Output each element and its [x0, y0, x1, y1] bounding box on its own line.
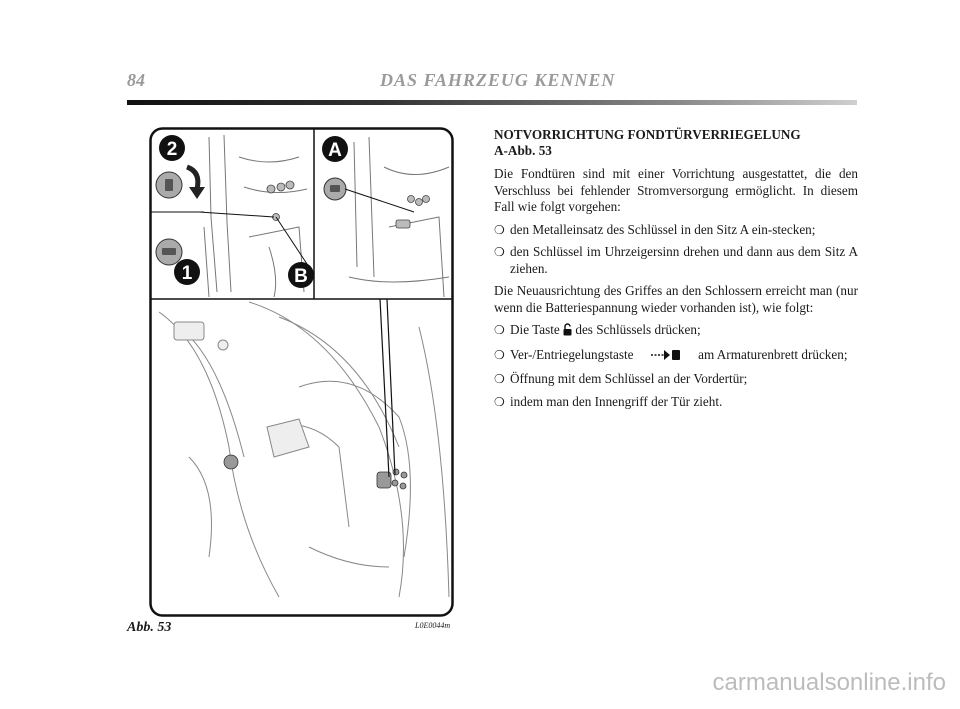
list-item-text: den Schlüssel im Uhrzeigersinn drehen un…	[510, 244, 858, 276]
list-item: ❍ Öffnung mit dem Schlüssel an der Vorde…	[494, 371, 858, 388]
callout-b-label: B	[294, 266, 308, 287]
list-item: ❍ indem man den Innengriff der Tür zieht…	[494, 394, 858, 411]
text-column: NOTVORRICHTUNG FONDTÜRVERRIEGELUNG A-Abb…	[494, 127, 858, 416]
chapter-title: DAS FAHRZEUG KENNEN	[380, 70, 616, 90]
site-watermark: carmanualsonline.info	[712, 669, 946, 696]
list-item-text: am Armaturenbrett drücken;	[698, 346, 848, 362]
callout-1-label: 1	[182, 263, 193, 284]
bullet-icon: ❍	[494, 394, 505, 409]
figure-code: L0E0044m	[415, 621, 451, 630]
list-item-text: indem man den Innengriff der Tür zieht.	[510, 393, 723, 409]
list-item-text: Die Taste	[510, 322, 560, 337]
figure-illustration: 2 A 1 B	[149, 127, 454, 617]
door-lock-key-icon	[650, 349, 681, 366]
bullet-icon: ❍	[494, 222, 505, 237]
list-item: ❍ Ver-/Entriegelungstaste am Armaturenbr…	[494, 347, 858, 366]
callout-2: 2	[159, 135, 185, 161]
callout-2-label: 2	[167, 139, 178, 160]
list-item-text: des Schlüssels drücken;	[575, 322, 701, 337]
page-header: 84 DAS FAHRZEUG KENNEN	[0, 0, 960, 110]
list-item: ❍ den Metalleinsatz des Schlüssel in den…	[494, 222, 858, 239]
callout-1: 1	[174, 259, 200, 285]
list-item-text: Ver-/Entriegelungstaste	[510, 346, 634, 362]
section-title-line: A-Abb. 53	[494, 143, 552, 158]
bullet-icon: ❍	[494, 245, 505, 259]
section-title-line: NOTVORRICHTUNG FONDTÜRVERRIEGELUNG	[494, 127, 801, 142]
figure-caption: Abb. 53	[127, 620, 172, 635]
unlock-icon	[563, 323, 572, 341]
callout-a: A	[322, 136, 348, 162]
list-item-text: den Metalleinsatz des Schlüssel in den S…	[510, 221, 816, 237]
header-rule	[127, 100, 857, 105]
list-item: ❍ den Schlüssel im Uhrzeigersinn drehen …	[494, 244, 858, 277]
page-number: 84	[127, 70, 145, 90]
section-title: NOTVORRICHTUNG FONDTÜRVERRIEGELUNG A-Abb…	[494, 127, 858, 159]
callout-a-label: A	[328, 140, 342, 161]
callout-b: B	[288, 262, 314, 288]
list-item: ❍ Die Taste des Schlüssels drücken;	[494, 322, 858, 341]
list-item-text: Öffnung mit dem Schlüssel an der Vordert…	[510, 371, 748, 386]
bullet-icon: ❍	[494, 323, 505, 337]
bullet-icon: ❍	[494, 372, 505, 386]
realign-paragraph: Die Neuausrichtung des Griffes an den Sc…	[494, 283, 858, 315]
bullet-icon: ❍	[494, 347, 505, 362]
key-slot-detail	[155, 171, 347, 266]
intro-paragraph: Die Fondtüren sind mit einer Vorrichtung…	[494, 166, 858, 214]
